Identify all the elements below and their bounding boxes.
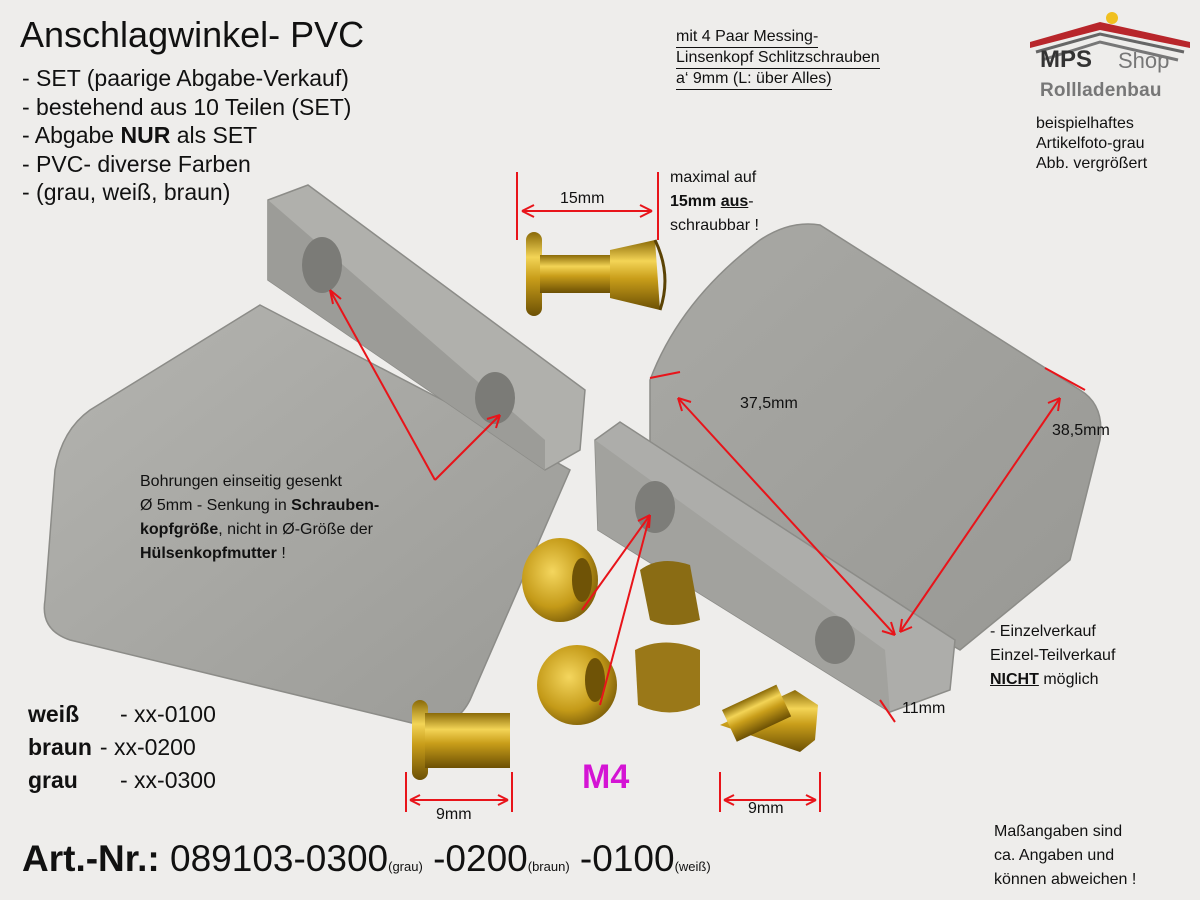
feature-text: - Abgabe (22, 122, 121, 149)
drilling-note-line: Hülsenkopfmutter ! (140, 542, 379, 566)
screw-note-line: a‘ 9mm (L: über Alles) (676, 69, 832, 90)
article-code: 089103-0300 (159, 838, 389, 879)
drilling-note-bold: Schrauben- (291, 497, 380, 514)
feature-list: - SET (paarige Abgabe-Verkauf) - bestehe… (22, 64, 351, 207)
single-sale-line: NICHT möglich (990, 668, 1115, 692)
max-note-bold: 15mm (670, 193, 717, 210)
single-sale-line: - Einzelverkauf (990, 623, 1096, 640)
photo-note-line: Abb. vergrößert (1036, 155, 1148, 172)
screw-note-line: mit 4 Paar Messing- (676, 27, 819, 48)
single-sale-note: - Einzelverkauf Einzel-Teilverkauf NICHT… (990, 620, 1115, 692)
feature-item: - bestehend aus 10 Teilen (SET) (22, 93, 352, 120)
logo-roof-icon (1030, 12, 1190, 62)
photo-note: beispielhaftes Artikelfoto-grau Abb. ver… (1036, 114, 1147, 174)
logo-shop: Shop (1118, 48, 1170, 73)
single-sale-bold: NICHT (990, 671, 1039, 688)
dim-height: 38,5mm (1052, 422, 1110, 439)
drilling-note-bold: kopfgröße (140, 521, 219, 538)
drilling-note-text: Ø 5mm - Senkung in (140, 497, 292, 514)
drilling-note-text: , nicht in Ø-Größe der (218, 521, 373, 538)
disclaimer-line: Maßangaben sind (994, 823, 1123, 840)
feature-item: - PVC- diverse Farben (22, 150, 251, 177)
drilling-note-line: Ø 5mm - Senkung in Schrauben- (140, 494, 379, 518)
drilling-note-bold: Hülsenkopfmutter (140, 545, 277, 562)
screw-note-line: Linsenkopf Schlitzschrauben (676, 48, 880, 69)
feature-bold: NUR (120, 122, 171, 149)
logo-rollladenbau: Rollladenbau (1040, 80, 1162, 101)
disclaimer-line: ca. Angaben und (994, 847, 1115, 864)
article-code: -0200 (422, 838, 528, 879)
photo-note-line: beispielhaftes (1036, 115, 1134, 132)
logo-mps: MPS (1040, 46, 1093, 73)
article-color: (grau) (388, 859, 423, 874)
max-note-underline: aus (720, 193, 749, 210)
article-color: (braun) (527, 859, 570, 874)
max-note-line: maximal auf (670, 169, 757, 186)
color-code: - xx-0300 (120, 767, 216, 793)
dimension-lines (329, 172, 1086, 812)
screw-parts (412, 538, 818, 780)
color-name: grau (28, 767, 78, 793)
feature-text: als SET (170, 122, 258, 149)
right-bracket (594, 223, 1102, 713)
article-code: -0100 (569, 838, 675, 879)
feature-item: - Abgabe NUR als SET (22, 121, 351, 150)
single-sale-text: möglich (1038, 671, 1099, 688)
max-note-text: - (748, 193, 754, 210)
max-note-line: 15mm aus- (670, 190, 759, 214)
left-bracket (43, 184, 586, 727)
single-sale-line: Einzel-Teilverkauf (990, 647, 1116, 664)
feature-item: - (grau, weiß, braun) (22, 179, 231, 206)
color-name: weiß (28, 701, 80, 727)
color-code: - xx-0100 (120, 701, 216, 727)
color-code: - xx-0200 (99, 734, 196, 760)
drilling-note-text: ! (276, 545, 286, 562)
color-row: braun - xx-0200 (28, 731, 216, 764)
dim-small-2: 9mm (748, 800, 784, 817)
disclaimer-line: können abweichen ! (994, 871, 1137, 888)
feature-item: - SET (paarige Abgabe-Verkauf) (22, 65, 349, 91)
article-label: Art.-Nr.: (22, 838, 160, 879)
drilling-note-line: kopfgröße, nicht in Ø-Größe der (140, 518, 379, 542)
long-screw (526, 232, 667, 316)
article-number: Art.-Nr.: 089103-0300(grau) -0200(braun)… (22, 838, 711, 881)
max-note: maximal auf 15mm aus- schraubbar ! (670, 166, 759, 238)
article-color: (weiß) (674, 859, 711, 874)
dimension-disclaimer: Maßangaben sind ca. Angaben und können a… (994, 820, 1136, 892)
photo-note-line: Artikelfoto-grau (1036, 135, 1145, 152)
color-codes: weiß - xx-0100 braun - xx-0200 grau - xx-03… (28, 698, 216, 797)
max-note-line: schraubbar ! (670, 217, 759, 234)
drilling-note: Bohrungen einseitig gesenkt Ø 5mm - Senk… (140, 470, 379, 566)
screw-note: mit 4 Paar Messing- Linsenkopf Schlitzsc… (676, 27, 880, 90)
dim-width: 37,5mm (740, 395, 798, 412)
thread-size-label: M4 (582, 758, 630, 796)
dim-screw-length: 15mm (560, 190, 605, 207)
dim-depth: 11mm (902, 700, 946, 717)
dim-small-1: 9mm (436, 806, 472, 823)
color-name: braun (28, 734, 92, 760)
drilling-note-line: Bohrungen einseitig gesenkt (140, 473, 342, 490)
product-title: Anschlagwinkel- PVC (20, 14, 365, 55)
color-row: grau - xx-0300 (28, 764, 216, 797)
color-row: weiß - xx-0100 (28, 698, 216, 731)
